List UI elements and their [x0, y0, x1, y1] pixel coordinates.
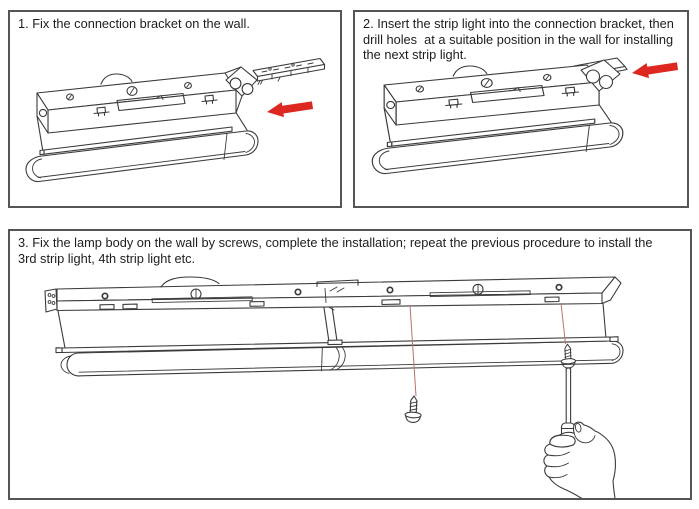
panel-step-2: 2. Insert the strip light into the conne… — [353, 10, 689, 208]
leader-line — [409, 302, 566, 397]
red-arrow-icon — [632, 62, 679, 79]
panel-step-3: 3. Fix the lamp body on the wall by scre… — [8, 229, 692, 500]
panel-step-1: 1. Fix the connection bracket on the wal… — [8, 10, 342, 208]
screwdriver-icon — [560, 367, 576, 443]
step-1-text: 1. Fix the connection bracket on the wal… — [18, 16, 250, 31]
strip-light-drawing — [25, 72, 259, 183]
strip-light-diagram-step3 — [44, 276, 624, 498]
end-connector-drawing — [580, 59, 621, 92]
connection-bracket-icon — [252, 57, 326, 85]
strip-light-drawing — [371, 64, 624, 175]
connection-lines — [57, 299, 607, 349]
lamp-tube-drawing — [55, 336, 624, 377]
mounting-bracket-drawing — [44, 276, 622, 313]
step-2-text: 2. Insert the strip light into the conne… — [363, 16, 674, 63]
end-connector-drawing — [224, 66, 258, 114]
strip-light-diagram-step1 — [25, 57, 326, 183]
strip-light-diagram-step2 — [371, 57, 679, 175]
red-arrow-icon — [267, 101, 314, 118]
hand-icon — [543, 421, 616, 498]
screw-icon — [404, 395, 422, 424]
step-3-text: 3. Fix the lamp body on the wall by scre… — [18, 235, 653, 266]
screw-icon — [560, 343, 577, 369]
